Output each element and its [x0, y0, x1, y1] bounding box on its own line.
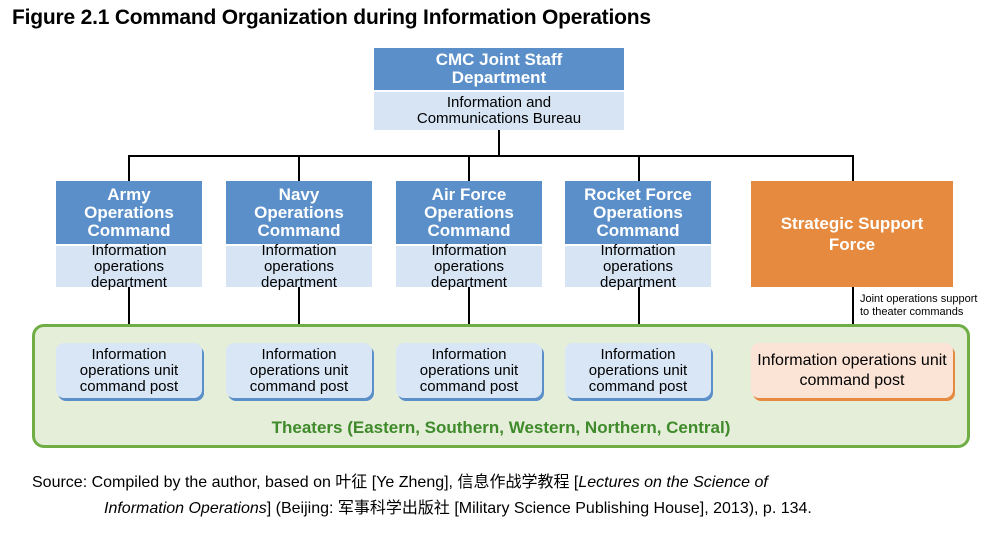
- connector-navy-down: [298, 287, 300, 343]
- navy-info-ops-department: Information operations department: [226, 242, 372, 290]
- rocket-force-info-ops-department: Information operations department: [565, 242, 711, 290]
- cmc-joint-staff-header: CMC Joint Staff Department: [374, 48, 624, 90]
- airforce-operations-command: Air Force Operations Command: [396, 181, 542, 244]
- info-comms-bureau: Information and Communications Bureau: [374, 92, 624, 130]
- source-citation: Source: Compiled by the author, based on…: [32, 470, 982, 522]
- ssf-support-note: Joint operations support to theater comm…: [860, 293, 978, 318]
- connector-ssf: [852, 155, 854, 181]
- connector-top-vertical: [498, 130, 500, 156]
- connector-army: [128, 155, 130, 181]
- theater-label: Theaters (Eastern, Southern, Western, No…: [271, 418, 731, 437]
- connector-rocket: [638, 155, 640, 181]
- connector-ssf-down: [852, 287, 854, 343]
- rocket-force-command-post: Information operations unit command post: [565, 343, 711, 398]
- connector-airforce: [468, 155, 470, 181]
- connector-navy: [298, 155, 300, 181]
- figure-title: Figure 2.1 Command Organization during I…: [12, 6, 651, 29]
- source-title-part2: Information Operations: [104, 500, 267, 517]
- navy-operations-command: Navy Operations Command: [226, 181, 372, 244]
- source-prefix: Source: Compiled by the author, based on…: [32, 474, 579, 491]
- rocket-force-operations-command: Rocket Force Operations Command: [565, 181, 711, 244]
- army-operations-command: Army Operations Command: [56, 181, 202, 244]
- connector-army-down: [128, 287, 130, 343]
- airforce-info-ops-department: Information operations department: [396, 242, 542, 290]
- source-line-1: Source: Compiled by the author, based on…: [32, 470, 982, 496]
- ssf-command-post: Information operations unit command post: [751, 343, 953, 398]
- connector-horizontal: [128, 155, 854, 157]
- army-command-post: Information operations unit command post: [56, 343, 202, 398]
- connector-airforce-down: [468, 287, 470, 343]
- source-line-2: Information Operations] (Beijing: 军事科学出版…: [32, 496, 982, 522]
- source-suffix: ] (Beijing: 军事科学出版社 [Military Science Pu…: [266, 500, 812, 517]
- strategic-support-force: Strategic Support Force: [751, 181, 953, 287]
- connector-rocket-down: [638, 287, 640, 343]
- source-title-part1: Lectures on the Science of: [578, 474, 768, 491]
- navy-command-post: Information operations unit command post: [226, 343, 372, 398]
- airforce-command-post: Information operations unit command post: [396, 343, 542, 398]
- army-info-ops-department: Information operations department: [56, 242, 202, 290]
